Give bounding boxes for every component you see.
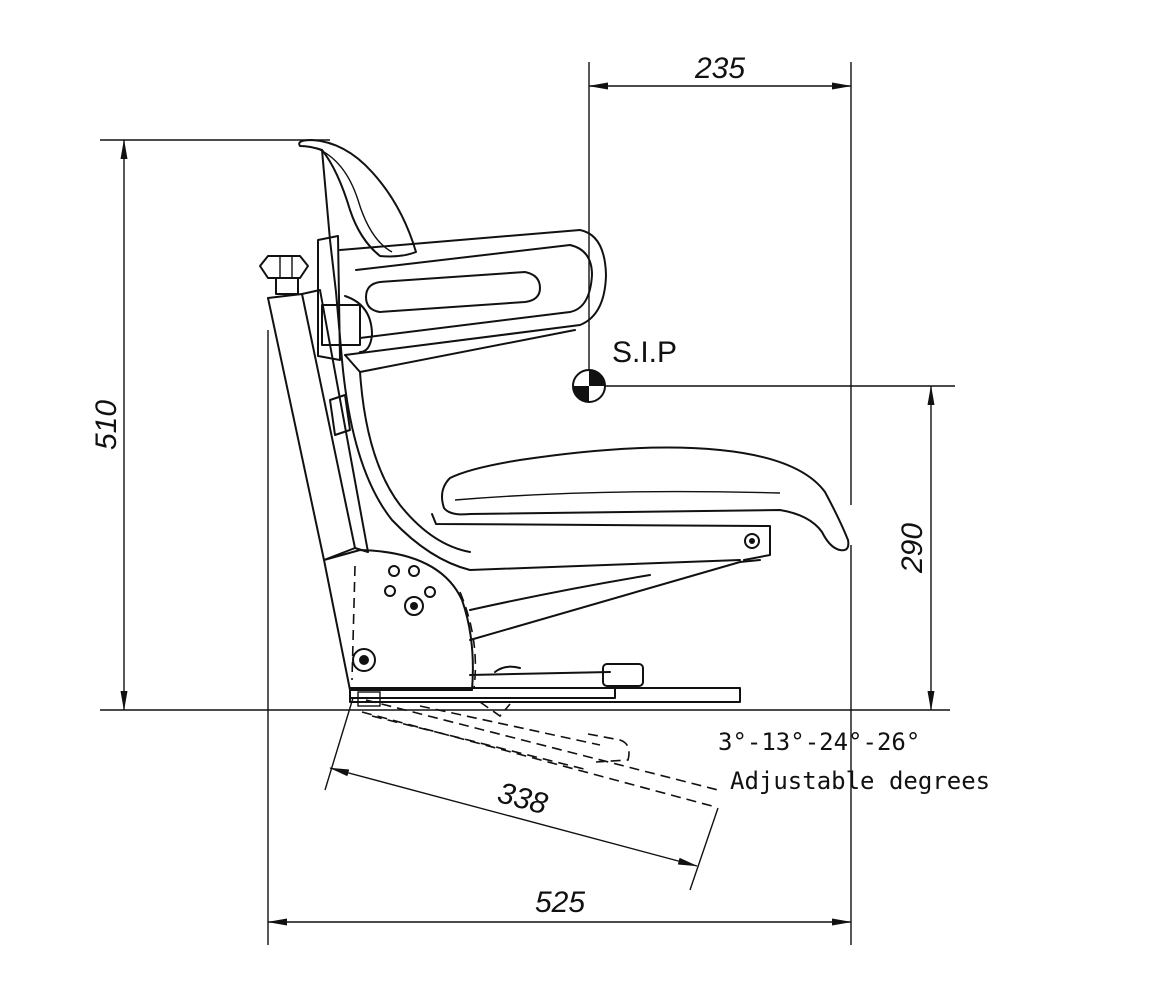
dim-290-label: 290 (896, 523, 929, 574)
reference-lines (100, 62, 955, 945)
dim-510-label: 510 (90, 400, 123, 450)
adjustment-knob (259, 255, 309, 295)
slide-rail (349, 663, 741, 703)
seat-cushion (431, 446, 850, 561)
dimension-510: 510 (90, 139, 128, 711)
dimension-525: 525 (267, 886, 852, 926)
adjust-caption: Adjustable degrees (730, 767, 990, 795)
dimension-338: 338 (324, 697, 719, 891)
base-pivot-plate (323, 549, 477, 691)
adjustable-degrees-note: 3°-13°-24°-26° Adjustable degrees (718, 728, 990, 795)
armrest (339, 229, 607, 373)
dimension-235: 235 (588, 52, 852, 90)
dim-235-label: 235 (694, 52, 745, 85)
seat-shell (341, 359, 761, 641)
backrest (298, 139, 417, 361)
sip-label: S.I.P (612, 336, 677, 369)
dimension-290: 290 (896, 385, 935, 711)
backrest-hinge (317, 235, 373, 361)
tilted-rail-dashed (357, 691, 719, 807)
sip-marker: S.I.P (572, 336, 677, 403)
dim-525-label: 525 (535, 886, 585, 919)
adjust-angles: 3°-13°-24°-26° (718, 728, 920, 756)
